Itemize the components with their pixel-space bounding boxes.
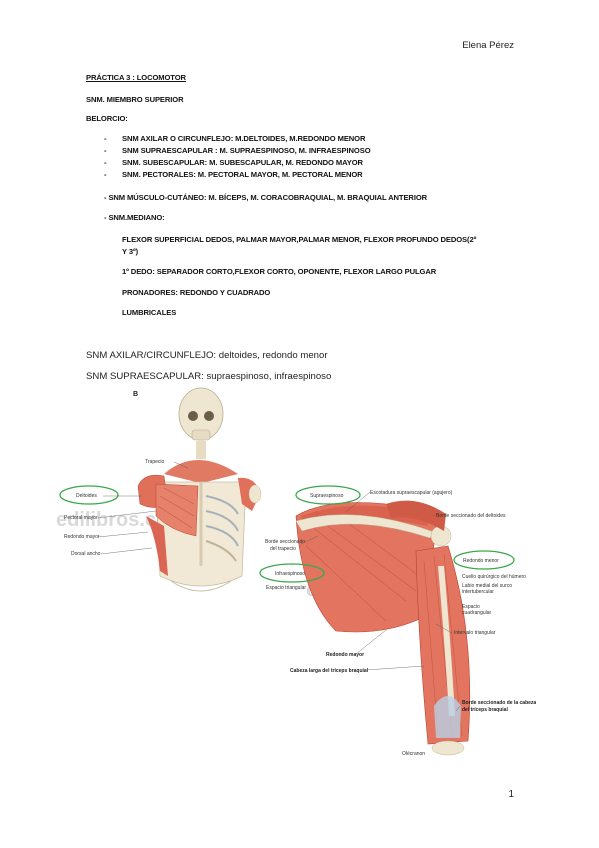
intercostal-vessels	[205, 495, 239, 547]
lower-rib-margin	[170, 580, 232, 592]
bullet-dash: -	[104, 134, 107, 143]
mediano-item: 1º DEDO: SEPARADOR CORTO,FLEXOR CORTO, O…	[122, 267, 437, 276]
mediano-item: PRONADORES: REDONDO Y CUADRADO	[122, 288, 271, 297]
summary-line: SNM AXILAR/CIRCUNFLEJO: deltoides, redon…	[86, 350, 328, 361]
right-figure-labels: Supraespinoso Escotadura supraescapular …	[259, 485, 536, 757]
bullet-dash: -	[104, 146, 107, 155]
eye-socket	[188, 411, 198, 421]
deltoid-cut	[386, 500, 446, 531]
leader-line	[355, 629, 387, 655]
neck-shape	[196, 441, 206, 459]
label-redondo-menor: Redondo menor	[463, 558, 499, 564]
list-item: - SNM. PECTORALES: M. PECTORAL MAYOR, M. …	[86, 169, 371, 181]
label-borde-trapecio-1: Borde seccionado	[265, 539, 305, 545]
label-labio-medial: Labio medial del surco	[462, 583, 512, 589]
page-number: 1	[508, 789, 514, 800]
label-intervalo-triangular: Intervalo triangular	[454, 630, 496, 636]
plexus-list: - SNM AXILAR O CIRCUNFLEJO: M.DELTOIDES, …	[86, 133, 371, 181]
shoulder-arm-illustration	[295, 500, 471, 756]
label-olecranon: Olécranon	[402, 751, 425, 757]
mediano-item: Y 3º)	[122, 247, 139, 256]
label-espacio-cuadrangular: Espacio	[462, 604, 480, 610]
left-figure-labels: Trapecio Deltoides Pectoral mayor Redond…	[59, 459, 189, 557]
list-item: - SNM AXILAR O CIRCUNFLEJO: M.DELTOIDES, …	[86, 133, 371, 145]
label-pectoral-mayor: Pectoral mayor	[64, 515, 98, 521]
scapular-spine	[295, 514, 435, 539]
label-supraespinoso: Supraespinoso	[310, 493, 344, 499]
label-trapecio: Trapecio	[145, 459, 164, 465]
label-cuello-quirurgico: Cuello quirúrgico del húmero	[462, 574, 526, 580]
leader-line	[97, 510, 157, 519]
leader-line	[97, 531, 149, 538]
highlight-circle	[453, 550, 515, 570]
label-espacio-cuadrangular-2: cuadrangular	[462, 610, 492, 616]
list-item: - SNM. SUBESCAPULAR: M. SUBESCAPULAR, M. …	[86, 157, 371, 169]
torso-illustration	[137, 387, 262, 592]
page-title: PRÁCTICA 3 : LOCOMOTOR	[86, 73, 186, 82]
label-infraespinoso: Infraespinoso	[275, 571, 305, 577]
label-redondo-mayor: Redondo mayor	[64, 534, 100, 540]
label-deltoides: Deltoides	[76, 493, 97, 499]
latissimus-shape	[146, 516, 168, 576]
trapezius-shape	[164, 460, 238, 482]
eye-socket	[204, 411, 214, 421]
highlight-circle	[259, 563, 325, 583]
leader-line	[173, 461, 189, 469]
mediano-heading: - SNM.MEDIANO:	[104, 213, 165, 222]
muscle-fibers	[305, 513, 427, 622]
subsection-heading: BELORCIO:	[86, 114, 128, 123]
leader-line	[365, 665, 425, 671]
label-dorsal-ancho: Dorsal ancho	[71, 551, 101, 557]
list-item-text: SNM SUPRAESCAPULAR : M. SUPRAESPINOSO, M…	[122, 146, 371, 155]
section-heading: SNM. MIEMBRO SUPERIOR	[86, 95, 184, 104]
mediano-item: LUMBRICALES	[122, 308, 177, 317]
panel-letter: B	[133, 391, 138, 398]
jaw-shape	[191, 429, 211, 441]
bullet-dash: -	[104, 158, 107, 167]
label-borde-trapecio-2: del trapecio	[270, 546, 296, 552]
leader-line	[455, 705, 461, 712]
humerus-head	[248, 484, 262, 504]
olecranon-shape	[431, 740, 465, 756]
mediano-item: FLEXOR SUPERFICIAL DEDOS, PALMAR MAYOR,P…	[122, 235, 477, 244]
anatomy-figure: edilibros.com edilibros.com B Trapecio	[56, 387, 536, 757]
list-item-text: SNM. SUBESCAPULAR: M. SUBESCAPULAR, M. R…	[122, 158, 363, 167]
label-redondo-mayor: Redondo mayor	[326, 652, 364, 658]
list-item-text: SNM AXILAR O CIRCUNFLEJO: M.DELTOIDES, M…	[122, 134, 366, 143]
list-item-text: SNM. PECTORALES: M. PECTORAL MAYOR, M. P…	[122, 170, 363, 179]
label-escotadura: Escotadura supraescapular (agujero)	[370, 490, 453, 496]
pectoral-major-shape	[155, 483, 199, 537]
label-espacio-triangular: Espacio triangular	[266, 585, 306, 591]
label-borde-deltoides: Borde seccionado del deltoides	[436, 513, 506, 519]
leader-line	[435, 623, 453, 634]
bullet-dash: -	[104, 170, 107, 179]
label-borde-cabeza-lateral-2: del tríceps braquial	[462, 707, 508, 713]
leader-line	[345, 491, 371, 513]
leader-line	[300, 535, 319, 545]
highlight-circle	[295, 485, 361, 505]
highlight-circle	[59, 485, 119, 505]
musculocutaneo-line: - SNM MÚSCULO-CUTÁNEO: M. BÍCEPS, M. COR…	[104, 193, 428, 202]
author-name: Elena Pérez	[462, 40, 514, 51]
summary-line: SNM SUPRAESCAPULAR: supraespinoso, infra…	[86, 371, 332, 382]
list-item: - SNM SUPRAESCAPULAR : M. SUPRAESPINOSO, …	[86, 145, 371, 157]
label-borde-cabeza-lateral-1: Borde seccionado de la cabeza lateral	[462, 700, 536, 706]
leader-line	[100, 547, 153, 555]
triceps-tendon	[434, 696, 461, 738]
muscle-fibers	[157, 487, 195, 529]
label-labio-medial-2: intertubercular	[462, 589, 494, 595]
label-cabeza-larga: Cabeza larga del tríceps braquial	[290, 668, 369, 674]
